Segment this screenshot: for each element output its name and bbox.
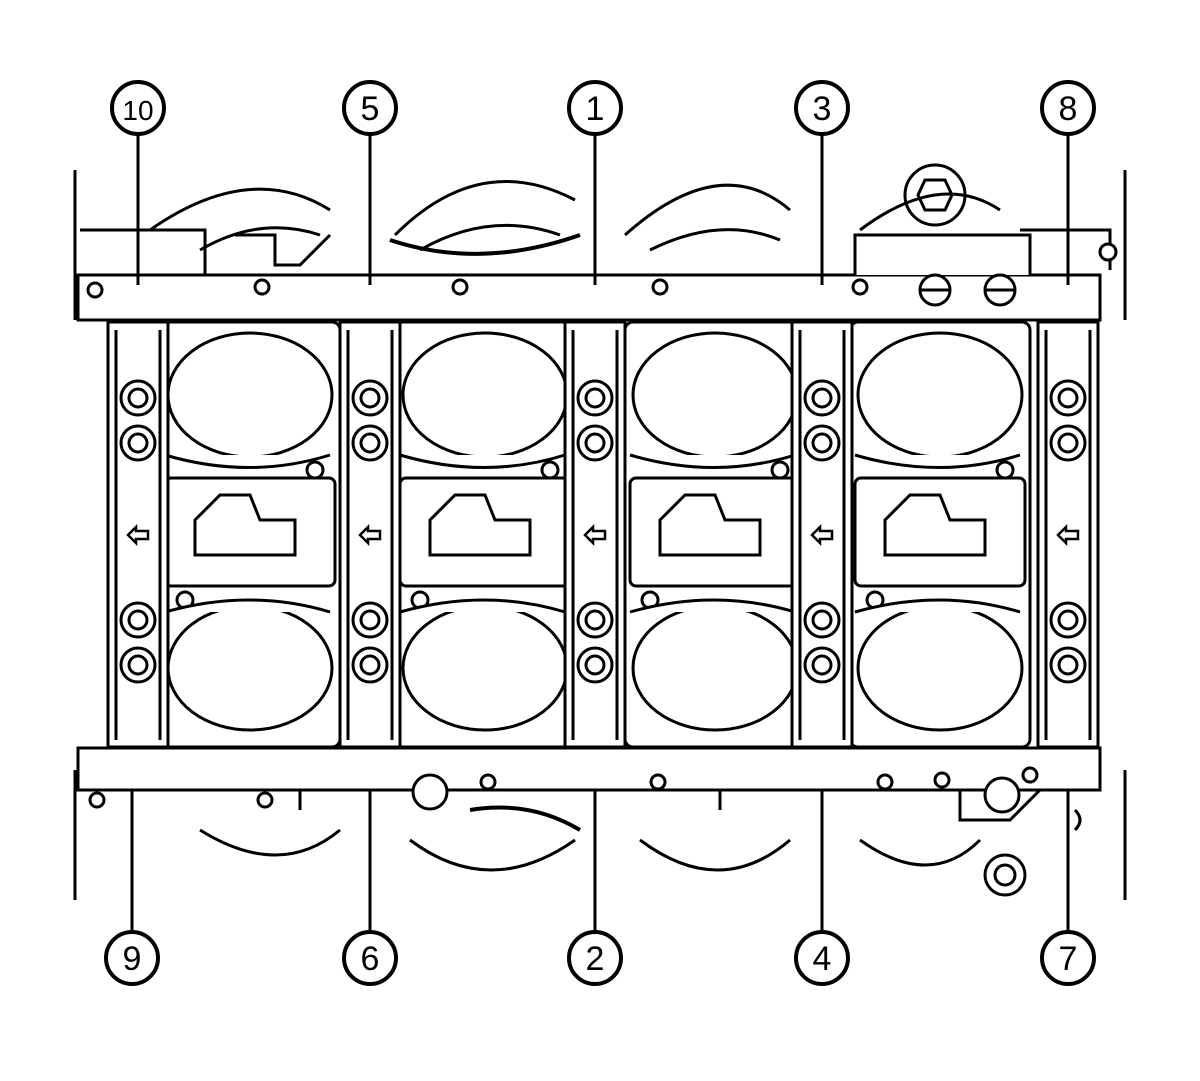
cylinder-bore [856,331,1024,459]
callout-label: 10 [122,95,153,126]
bearing-bays [158,320,1032,749]
callout-top-2: 5 [342,80,398,136]
bearing-cap-3 [563,320,627,749]
upper-rail [76,233,1118,322]
callout-label: 9 [123,940,142,978]
callout-label: 1 [586,90,605,128]
lower-rail [76,746,1102,832]
callout-label: 6 [361,940,380,978]
cylinder-bore [856,604,1024,732]
callout-label: 5 [361,90,380,128]
block-background-lines [73,163,1127,900]
cylinder-bore [631,604,799,732]
callout-label: 8 [1059,90,1078,128]
arrow-left-icon [358,523,382,547]
cylinder-bore [631,331,799,459]
callout-bottom-1: 9 [104,930,160,986]
callouts: 10 5 1 3 8 9 6 2 [104,80,1096,986]
bay-3 [623,320,807,749]
callout-label: 4 [813,940,832,978]
cylinder-bore [166,331,334,459]
bay-4 [848,320,1032,749]
bay-2 [393,320,577,749]
callout-top-5: 8 [1040,80,1096,136]
callout-top-3: 1 [567,80,623,136]
callout-label: 3 [813,90,832,128]
bearing-cap-5 [1036,320,1100,749]
cylinder-bore [401,331,569,459]
bearing-caps [106,320,1100,749]
callout-label: 2 [586,940,605,978]
bearing-cap-1 [106,320,170,749]
arrow-left-icon [1056,523,1080,547]
callout-bottom-5: 7 [1040,930,1096,986]
callout-bottom-4: 4 [794,930,850,986]
callout-label: 7 [1059,940,1078,978]
bay-1 [158,320,342,749]
arrow-left-icon [810,523,834,547]
arrow-left-icon [583,523,607,547]
callout-top-4: 3 [794,80,850,136]
arrow-left-icon [126,523,150,547]
bearing-cap-4 [790,320,854,749]
bearing-cap-2 [338,320,402,749]
callout-bottom-3: 2 [567,930,623,986]
cylinder-bore [401,604,569,732]
leader-lines [130,132,1070,932]
callout-bottom-2: 6 [342,930,398,986]
cylinder-bore [166,604,334,732]
callout-top-1: 10 [110,80,166,136]
